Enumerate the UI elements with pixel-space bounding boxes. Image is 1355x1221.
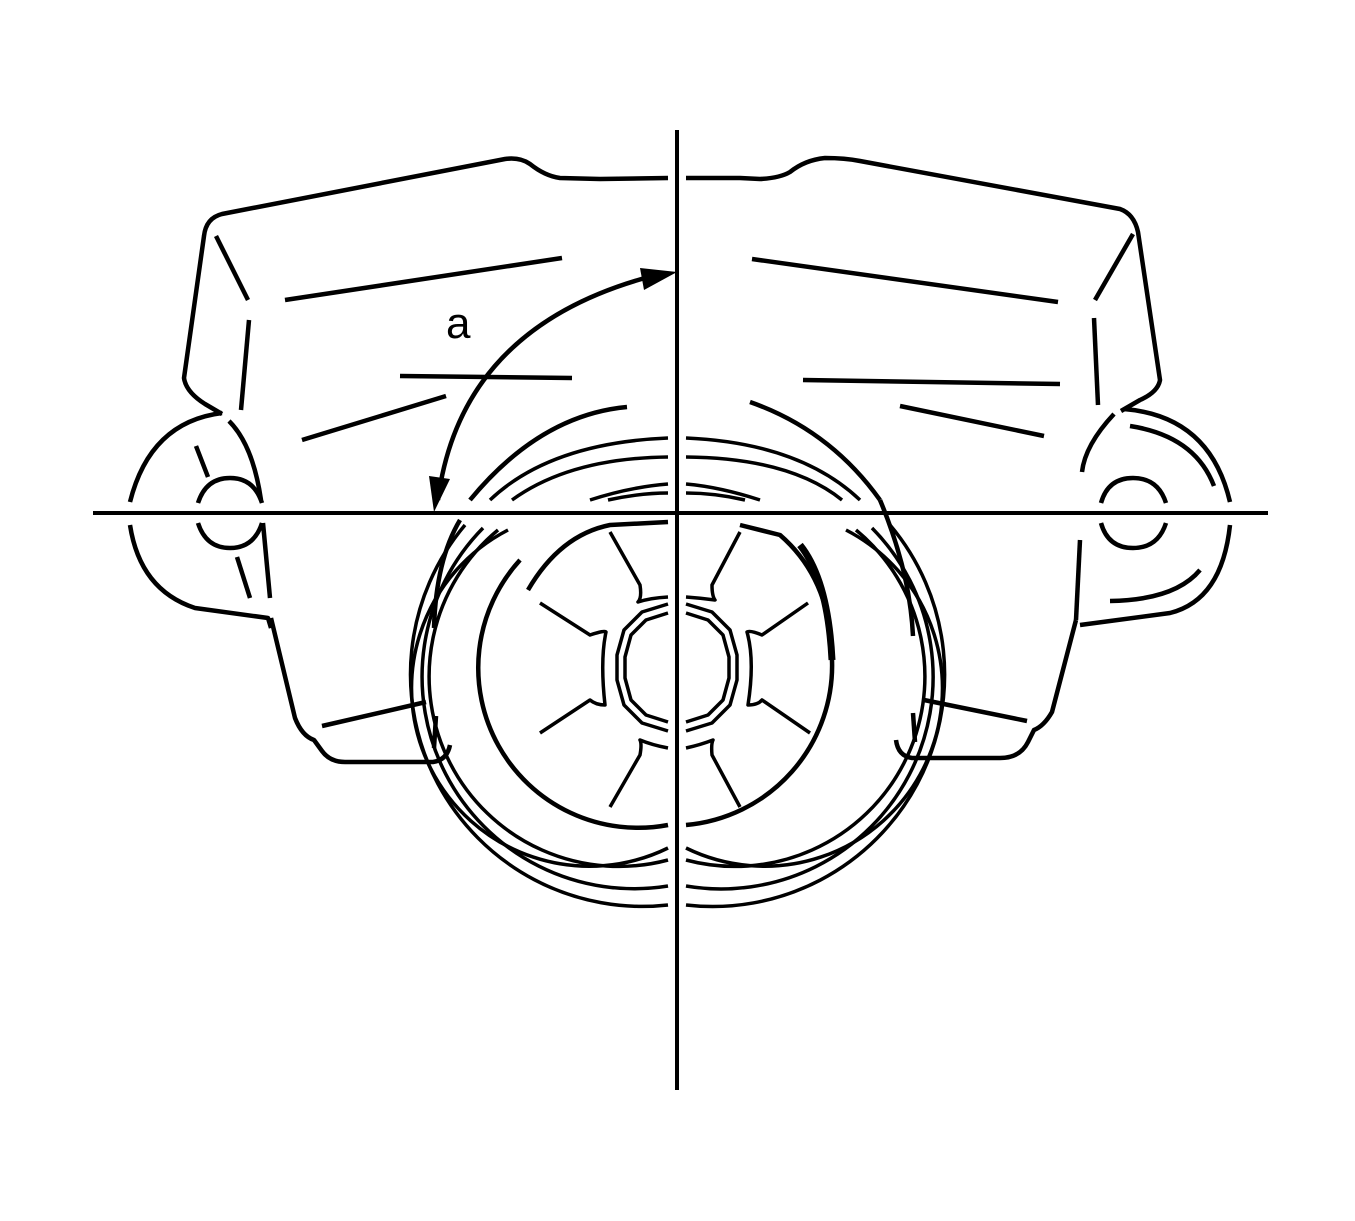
caliper-body-right (686, 155, 1233, 761)
angle-label: a (446, 299, 471, 348)
arrowhead-bottom-icon (429, 476, 450, 512)
angle-arc (435, 275, 646, 501)
piston-rings (408, 404, 947, 909)
angle-dimension (429, 268, 677, 512)
arrowhead-top-icon (640, 268, 677, 290)
caliper-body-left (127, 156, 669, 765)
piston-face (539, 531, 811, 808)
